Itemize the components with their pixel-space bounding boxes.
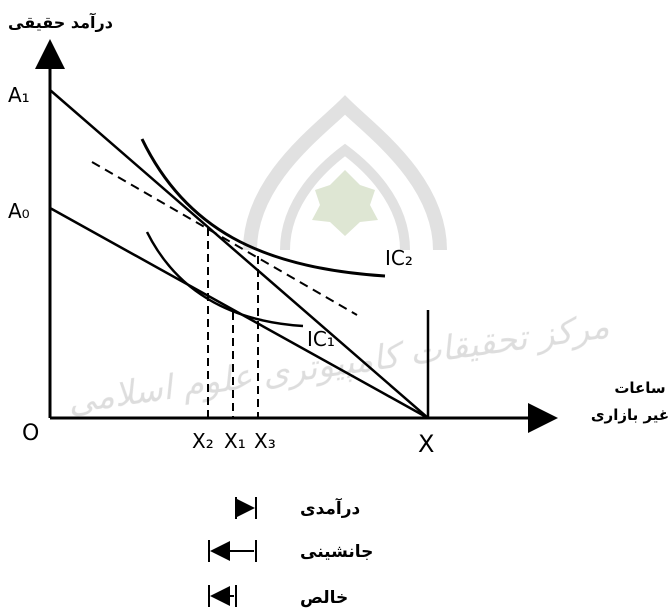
legend-label-income: درآمدی — [300, 497, 361, 519]
y-axis-title: درآمد حقیقی — [8, 12, 113, 32]
y-tick-a1: A₁ — [8, 83, 30, 107]
origin-label: O — [22, 421, 39, 446]
indifference-curve-lower — [145, 231, 304, 328]
legend-label-net: خالص — [300, 588, 348, 608]
legend-row-net: خالص — [208, 585, 348, 608]
legend-row-income: درآمدی — [235, 497, 361, 519]
ic-upper-label: IC₂ — [385, 246, 413, 270]
dashed-tangent-line — [91, 161, 358, 316]
watermark: مرکز تحقیقات کامپیوتری علوم اسلامی — [65, 95, 612, 422]
budget-line-a1 — [49, 89, 429, 419]
legend: درآمدی جانشینی خالص — [208, 497, 373, 608]
legend-row-substitution: جانشینی — [208, 540, 373, 562]
ic-lower-label: IC₁ — [307, 327, 335, 351]
x-axis-title-line1: ساعات — [614, 379, 665, 397]
x-tick-x1: X₁ — [224, 429, 246, 453]
watermark-text: مرکز تحقیقات کامپیوتری علوم اسلامی — [65, 306, 611, 422]
x-end-label: X — [418, 430, 434, 458]
x-tick-x3: X₃ — [254, 429, 276, 453]
x-tick-x2: X₂ — [192, 429, 214, 453]
legend-label-substitution: جانشینی — [300, 542, 373, 562]
indifference-curve-upper — [140, 138, 386, 278]
x-axis-title-line2: غیر بازاری — [591, 406, 669, 424]
y-tick-a0: A₀ — [8, 199, 30, 223]
